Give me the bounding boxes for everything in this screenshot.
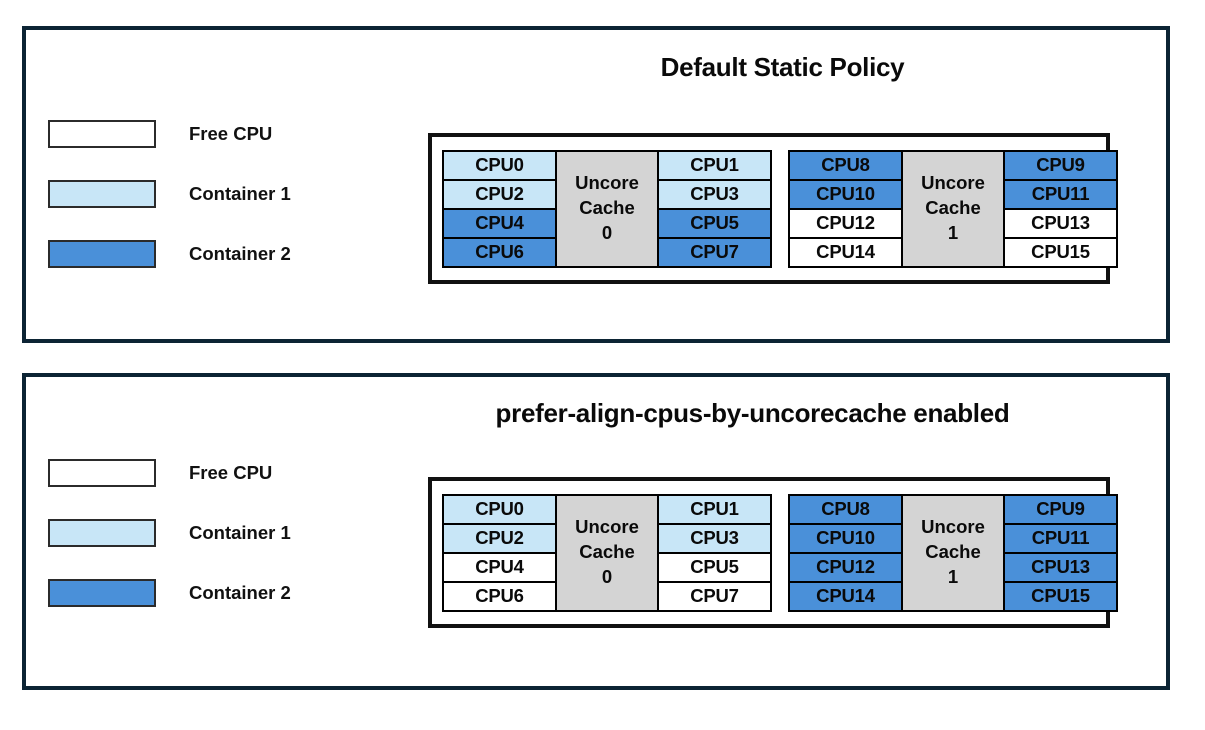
cache-group-1-top: CPU8 CPU10 CPU12 CPU14 Uncore Cache 1 CP… xyxy=(788,149,1118,268)
cache-group-1-bottom: CPU8 CPU10 CPU12 CPU14 Uncore Cache 1 CP… xyxy=(788,493,1118,612)
cpu-column-left-cache1-top: CPU8 CPU10 CPU12 CPU14 xyxy=(790,151,901,266)
uncore-cache-label-line2: Cache xyxy=(925,197,981,219)
uncore-cache-label-line1: Uncore xyxy=(575,516,639,538)
cpu-column-right-cache0-top: CPU1 CPU3 CPU5 CPU7 xyxy=(659,151,770,266)
legend-item-free-cpu: Free CPU xyxy=(48,104,368,164)
legend-swatch-container-2 xyxy=(48,579,156,607)
cpu-column-left-cache0-bottom: CPU0 CPU2 CPU4 CPU6 xyxy=(444,495,555,610)
cpu-topology-table-top: CPU0 CPU2 CPU4 CPU6 Uncore Cache 0 CPU1 … xyxy=(428,133,1118,284)
legend-item-container-2: Container 2 xyxy=(48,563,368,623)
cpu-cell: CPU3 xyxy=(659,524,770,554)
cpu-cell: CPU4 xyxy=(444,209,555,239)
cpu-cell: CPU8 xyxy=(790,151,901,181)
uncore-cache-label-line1: Uncore xyxy=(921,172,985,194)
uncore-cache-block-1-top: Uncore Cache 1 xyxy=(901,151,1005,266)
cpu-cell: CPU12 xyxy=(790,209,901,239)
cpu-cell: CPU14 xyxy=(790,238,901,266)
cpu-cell: CPU9 xyxy=(1005,495,1116,525)
cache-group-0-bottom: CPU0 CPU2 CPU4 CPU6 Uncore Cache 0 CPU1 … xyxy=(442,493,772,612)
uncore-cache-index: 0 xyxy=(601,565,613,587)
uncore-cache-label-line2: Cache xyxy=(579,197,635,219)
cpu-cell: CPU11 xyxy=(1005,524,1116,554)
cpu-cell: CPU2 xyxy=(444,524,555,554)
cpu-column-right-cache1-bottom: CPU9 CPU11 CPU13 CPU15 xyxy=(1005,495,1116,610)
cpu-cell: CPU5 xyxy=(659,553,770,583)
cpu-column-right-cache0-bottom: CPU1 CPU3 CPU5 CPU7 xyxy=(659,495,770,610)
legend-swatch-container-1 xyxy=(48,180,156,208)
uncore-cache-block-0-bottom: Uncore Cache 0 xyxy=(555,495,659,610)
cpu-cell: CPU4 xyxy=(444,553,555,583)
cpu-column-right-cache1-top: CPU9 CPU11 CPU13 CPU15 xyxy=(1005,151,1116,266)
legend-label-container-2: Container 2 xyxy=(189,582,291,603)
cpu-cell: CPU1 xyxy=(659,495,770,525)
cpu-cell: CPU5 xyxy=(659,209,770,239)
legend-swatch-free-cpu xyxy=(48,459,156,487)
legend-item-container-2: Container 2 xyxy=(48,224,368,284)
cpu-column-left-cache0-top: CPU0 CPU2 CPU4 CPU6 xyxy=(444,151,555,266)
legend-label-free-cpu: Free CPU xyxy=(189,462,273,483)
cpu-cell: CPU8 xyxy=(790,495,901,525)
cpu-cell: CPU7 xyxy=(659,238,770,266)
cpu-cell: CPU11 xyxy=(1005,180,1116,210)
uncore-cache-label-line2: Cache xyxy=(579,541,635,563)
cpu-cell: CPU15 xyxy=(1005,582,1116,610)
uncore-cache-block-0-top: Uncore Cache 0 xyxy=(555,151,659,266)
legend-item-container-1: Container 1 xyxy=(48,503,368,563)
legend-top: Free CPU Container 1 Container 2 xyxy=(48,104,368,284)
cpu-cell: CPU6 xyxy=(444,238,555,266)
cpu-cell: CPU15 xyxy=(1005,238,1116,266)
legend-swatch-free-cpu xyxy=(48,120,156,148)
cpu-topology-table-bottom: CPU0 CPU2 CPU4 CPU6 Uncore Cache 0 CPU1 … xyxy=(428,477,1118,628)
cpu-cell: CPU10 xyxy=(790,180,901,210)
uncore-cache-label-line1: Uncore xyxy=(575,172,639,194)
cpu-cell: CPU3 xyxy=(659,180,770,210)
cpu-cell: CPU7 xyxy=(659,582,770,610)
cpu-cell: CPU0 xyxy=(444,151,555,181)
legend-item-free-cpu: Free CPU xyxy=(48,443,368,503)
uncore-cache-index: 0 xyxy=(601,221,613,243)
cpu-cell: CPU6 xyxy=(444,582,555,610)
cpu-cell: CPU12 xyxy=(790,553,901,583)
cpu-cell: CPU1 xyxy=(659,151,770,181)
legend-swatch-container-1 xyxy=(48,519,156,547)
legend-bottom: Free CPU Container 1 Container 2 xyxy=(48,443,368,623)
cpu-cell: CPU13 xyxy=(1005,209,1116,239)
uncore-cache-index: 1 xyxy=(947,565,959,587)
uncore-cache-label-line1: Uncore xyxy=(921,516,985,538)
cpu-cell: CPU9 xyxy=(1005,151,1116,181)
cpu-column-left-cache1-bottom: CPU8 CPU10 CPU12 CPU14 xyxy=(790,495,901,610)
cpu-cell: CPU14 xyxy=(790,582,901,610)
page-title-bottom: prefer-align-cpus-by-uncorecache enabled xyxy=(495,398,1010,428)
cpu-cell: CPU0 xyxy=(444,495,555,525)
legend-label-container-1: Container 1 xyxy=(189,522,291,543)
page-title-top: Default Static Policy xyxy=(660,52,905,82)
uncore-cache-block-1-bottom: Uncore Cache 1 xyxy=(901,495,1005,610)
cpu-cell: CPU10 xyxy=(790,524,901,554)
uncore-cache-index: 1 xyxy=(947,221,959,243)
legend-label-free-cpu: Free CPU xyxy=(189,123,273,144)
cache-group-0-top: CPU0 CPU2 CPU4 CPU6 Uncore Cache 0 CPU1 … xyxy=(442,149,772,268)
legend-swatch-container-2 xyxy=(48,240,156,268)
legend-label-container-1: Container 1 xyxy=(189,183,291,204)
cpu-cell: CPU13 xyxy=(1005,553,1116,583)
legend-item-container-1: Container 1 xyxy=(48,164,368,224)
uncore-cache-label-line2: Cache xyxy=(925,541,981,563)
cpu-cell: CPU2 xyxy=(444,180,555,210)
legend-label-container-2: Container 2 xyxy=(189,243,291,264)
